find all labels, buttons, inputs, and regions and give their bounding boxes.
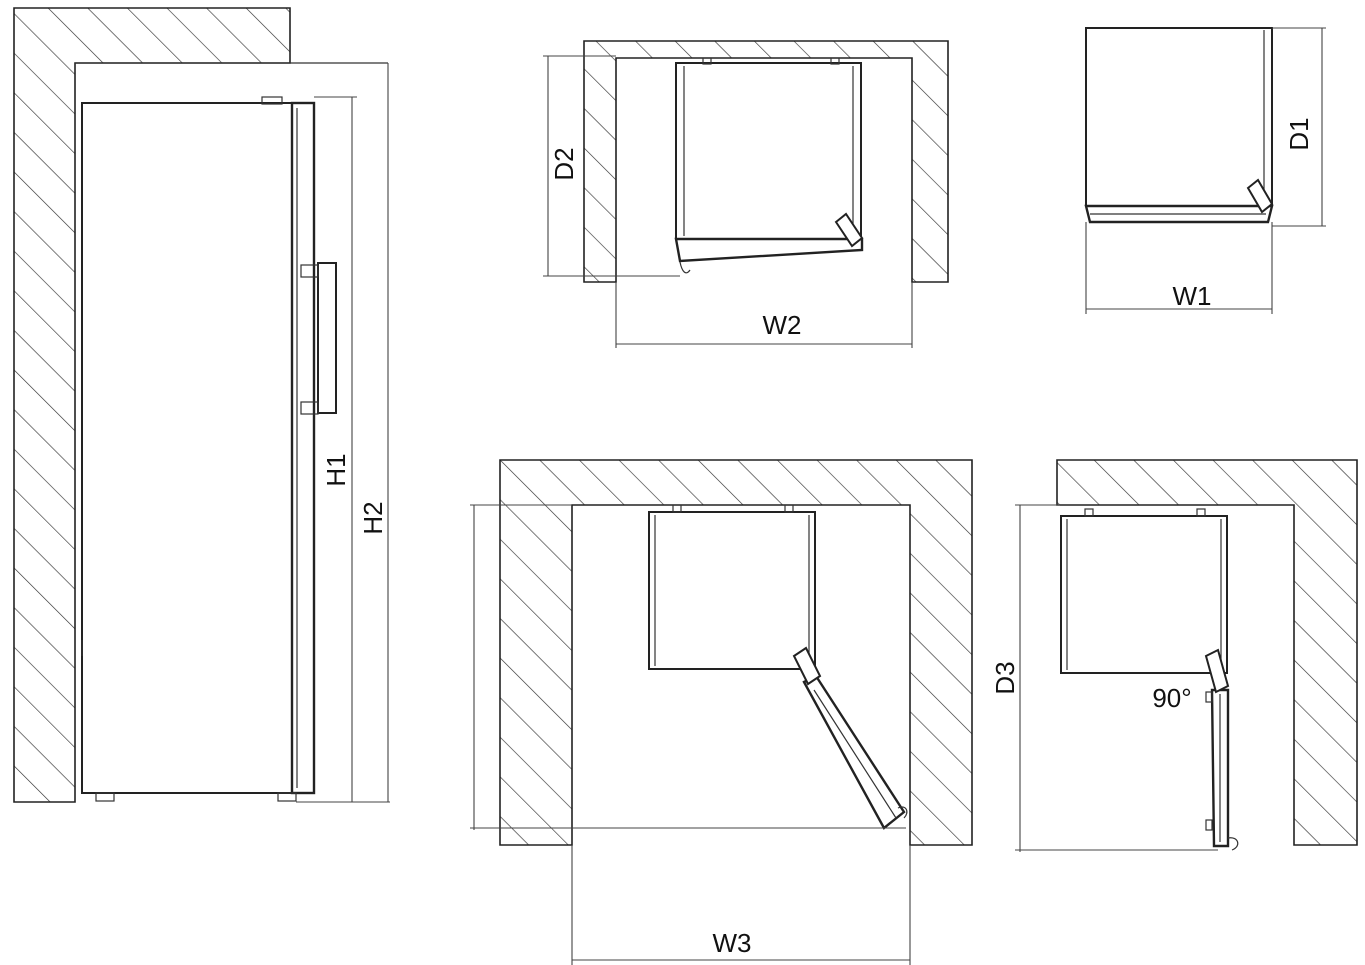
label-w1: W1: [1173, 281, 1212, 311]
label-w3: W3: [713, 928, 752, 958]
handle-open-90: [1204, 648, 1230, 694]
top-view-door-open-90: D3 90°: [990, 459, 1358, 852]
label-d2: D2: [549, 147, 579, 180]
recess-wall: [583, 40, 949, 283]
fridge-body-top-recess: [675, 62, 862, 240]
label-d1: D1: [1284, 117, 1314, 150]
label-h1: H1: [321, 453, 351, 486]
top-view-recess: D2 W2: [543, 40, 949, 348]
handle-side: [317, 262, 337, 414]
fridge-body-top-free: [1085, 27, 1273, 207]
handle-top-free: [1246, 178, 1274, 214]
side-view: H1 H2: [13, 7, 390, 803]
label-w2: W2: [763, 310, 802, 340]
handle-top-recess: [834, 212, 864, 248]
fridge-body-side: [81, 102, 293, 794]
label-d3: D3: [990, 661, 1020, 694]
label-h2: H2: [358, 501, 388, 534]
door-top-recess: [674, 237, 864, 263]
open-recess-wall: [499, 459, 973, 846]
top-view-door-open-recess: W3: [470, 459, 973, 965]
fridge-body-open90: [1060, 515, 1228, 674]
door-side: [290, 101, 316, 795]
top-view-freestanding: D1 W1: [1084, 27, 1326, 314]
handle-open-angled: [792, 646, 822, 686]
label-angle: 90°: [1152, 683, 1191, 713]
fridge-body-open: [648, 511, 816, 670]
